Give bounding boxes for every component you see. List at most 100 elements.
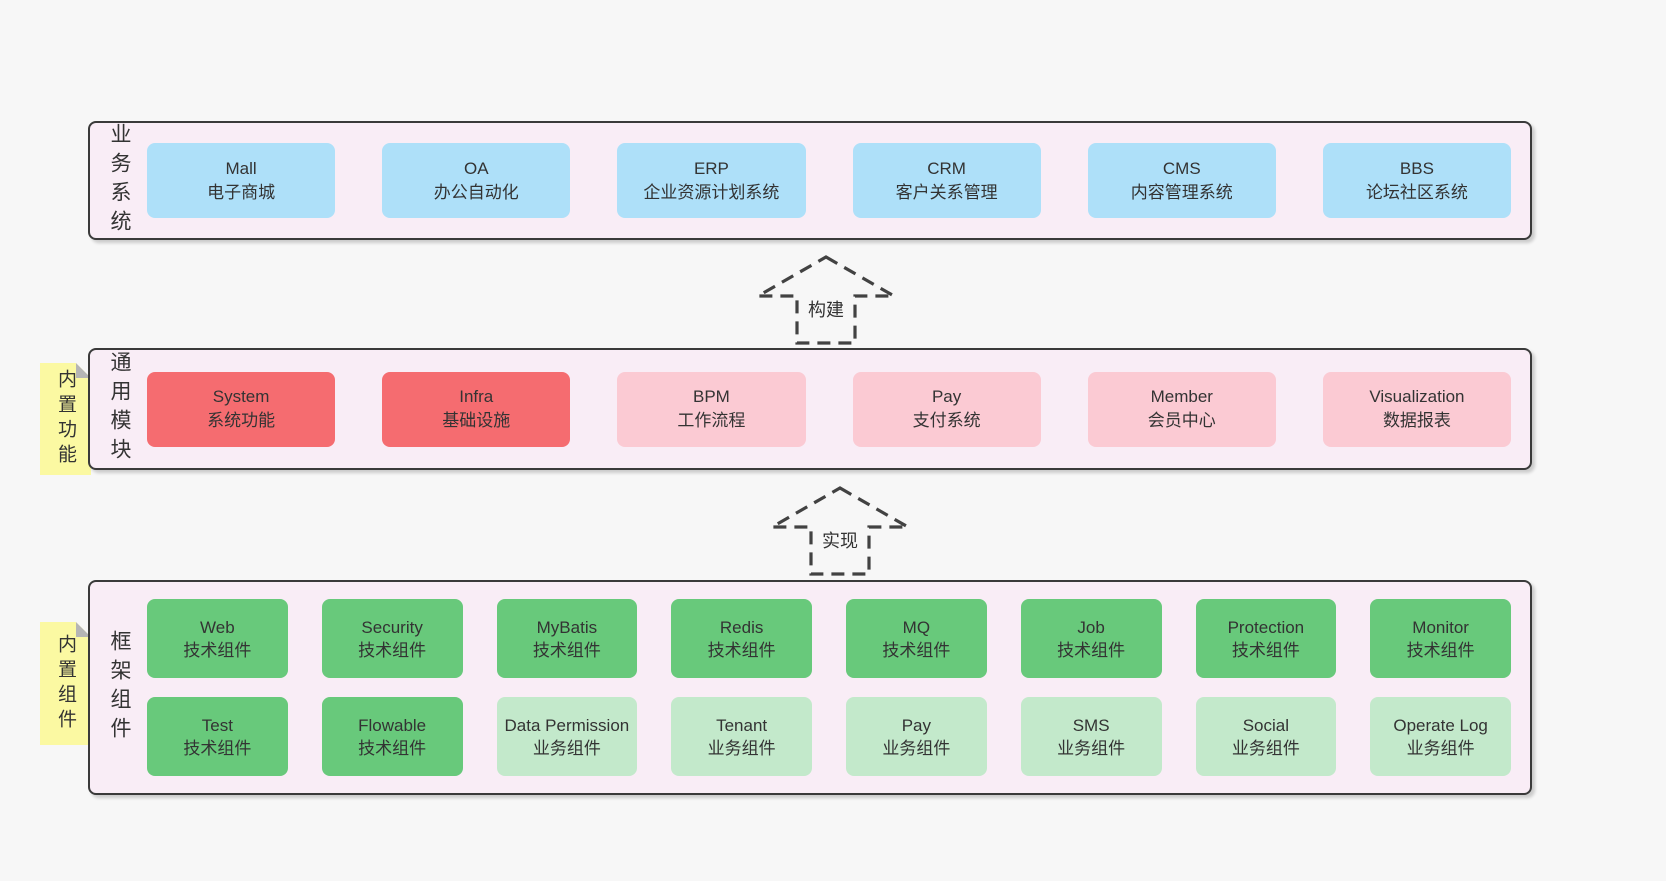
- module-box-flowable: Flowable 技术组件: [321, 697, 463, 776]
- layer-row: System 系统功能 Infra 基础设施 BPM 工作流程 Pay 支付系统 Member 会…: [147, 371, 1512, 447]
- module-box-security: Security 技术组件: [321, 599, 463, 678]
- module-box-job: Job 技术组件: [1020, 599, 1162, 678]
- module-name: Pay: [931, 387, 962, 406]
- module-subtitle: 技术组件: [183, 738, 252, 758]
- module-box-bpm: BPM 工作流程: [617, 371, 806, 447]
- module-subtitle: 支付系统: [912, 411, 981, 430]
- module-subtitle: 业务组件: [1406, 738, 1475, 758]
- module-name: Flowable: [358, 715, 427, 735]
- module-name: Job: [1077, 617, 1105, 637]
- module-box-mybatis: MyBatis 技术组件: [496, 599, 638, 678]
- module-name: Monitor: [1412, 617, 1469, 637]
- module-name: Security: [361, 617, 423, 637]
- module-subtitle: 会员中心: [1147, 411, 1216, 430]
- module-name: CRM: [927, 158, 966, 178]
- module-subtitle: 办公自动化: [433, 182, 519, 202]
- module-name: System: [212, 387, 270, 406]
- module-subtitle: 技术组件: [532, 640, 601, 660]
- up-arrow-icon: [756, 255, 896, 345]
- module-name: Protection: [1227, 617, 1305, 637]
- module-subtitle: 技术组件: [1057, 640, 1126, 660]
- layer-title: 通用模块: [108, 351, 131, 467]
- module-name: CMS: [1162, 158, 1201, 178]
- module-subtitle: 电子商城: [207, 182, 276, 202]
- module-box-pay: Pay 支付系统: [852, 371, 1041, 447]
- module-name: Web: [200, 617, 235, 637]
- module-subtitle: 内容管理系统: [1130, 182, 1233, 202]
- module-name: Visualization: [1369, 387, 1465, 406]
- module-name: Mall: [225, 158, 257, 178]
- module-subtitle: 技术组件: [358, 738, 427, 758]
- arrow-label: 构建: [804, 296, 848, 322]
- module-subtitle: 数据报表: [1382, 411, 1451, 430]
- layer-framework-components: 框架组件 Web 技术组件 Security 技术组件 MyBatis 技术组件 Redis 技…: [88, 580, 1532, 795]
- layer-row: Mall 电子商城 OA 办公自动化 ERP 企业资源计划系统 CRM 客户关系管理 CMS 内容…: [147, 143, 1512, 218]
- module-box-erp: ERP 企业资源计划系统: [617, 143, 806, 218]
- module-box-crm: CRM 客户关系管理: [852, 143, 1041, 218]
- module-name: OA: [463, 158, 489, 178]
- module-box-test: Test 技术组件: [147, 697, 288, 776]
- module-name: Data Permission: [504, 715, 630, 735]
- module-subtitle: 技术组件: [1231, 640, 1300, 660]
- module-subtitle: 业务组件: [532, 738, 601, 758]
- module-subtitle: 论坛社区系统: [1365, 182, 1468, 202]
- module-name: SMS: [1072, 715, 1110, 735]
- up-arrow-icon: [770, 486, 910, 576]
- module-name: Member: [1150, 387, 1213, 406]
- build-arrow: 构建: [756, 254, 896, 346]
- layer-common-modules: 通用模块 System 系统功能 Infra 基础设施 BPM 工作流程 Pay 支付系统 Mem…: [88, 348, 1532, 470]
- module-name: MQ: [902, 617, 931, 637]
- module-box-infra: Infra 基础设施: [382, 371, 571, 447]
- module-box-mall: Mall 电子商城: [147, 143, 336, 218]
- module-subtitle: 业务组件: [707, 738, 776, 758]
- module-name: Test: [201, 715, 233, 735]
- module-name: Infra: [459, 387, 494, 406]
- module-subtitle: 技术组件: [707, 640, 776, 660]
- module-name: Operate Log: [1393, 715, 1488, 735]
- module-subtitle: 系统功能: [207, 411, 276, 430]
- module-subtitle: 业务组件: [1231, 738, 1300, 758]
- module-subtitle: 业务组件: [1057, 738, 1126, 758]
- arrow-label: 实现: [818, 527, 862, 553]
- module-box-system: System 系统功能: [147, 371, 336, 447]
- module-box-cms: CMS 内容管理系统: [1087, 143, 1276, 218]
- module-name: BPM: [693, 387, 730, 406]
- module-name: Redis: [719, 617, 764, 637]
- sticky-note-label: 内置组件: [55, 633, 76, 734]
- module-name: Social: [1242, 715, 1290, 735]
- module-name: BBS: [1399, 158, 1434, 178]
- module-box-data-permission: Data Permission 业务组件: [496, 697, 638, 776]
- layer-title: 业务系统: [108, 122, 131, 239]
- module-subtitle: 技术组件: [183, 640, 252, 660]
- module-subtitle: 基础设施: [442, 411, 511, 430]
- module-box-tenant: Tenant 业务组件: [671, 697, 812, 776]
- module-subtitle: 技术组件: [358, 640, 427, 660]
- module-name: MyBatis: [536, 617, 598, 637]
- module-box-bbs: BBS 论坛社区系统: [1322, 143, 1512, 218]
- module-name: ERP: [693, 158, 729, 178]
- module-box-protection: Protection 技术组件: [1195, 599, 1337, 678]
- module-box-sms: SMS 业务组件: [1020, 697, 1162, 776]
- layer-title: 框架组件: [108, 629, 131, 746]
- module-box-web: Web 技术组件: [147, 599, 288, 678]
- module-name: Tenant: [716, 715, 768, 735]
- module-box-oa: OA 办公自动化: [382, 143, 571, 218]
- module-subtitle: 工作流程: [677, 411, 746, 430]
- module-subtitle: 企业资源计划系统: [643, 182, 780, 202]
- sticky-note-builtin-components: 内置组件: [40, 622, 91, 745]
- module-subtitle: 业务组件: [882, 738, 951, 758]
- module-box-visualization: Visualization 数据报表: [1322, 371, 1512, 447]
- module-box-member: Member 会员中心: [1087, 371, 1276, 447]
- module-name: Pay: [901, 715, 932, 735]
- module-box-operate-log: Operate Log 业务组件: [1370, 697, 1511, 776]
- module-box-pay: Pay 业务组件: [846, 697, 987, 776]
- module-subtitle: 客户关系管理: [895, 182, 998, 202]
- implement-arrow: 实现: [770, 485, 910, 577]
- sticky-note-builtin-features: 内置功能: [40, 363, 91, 475]
